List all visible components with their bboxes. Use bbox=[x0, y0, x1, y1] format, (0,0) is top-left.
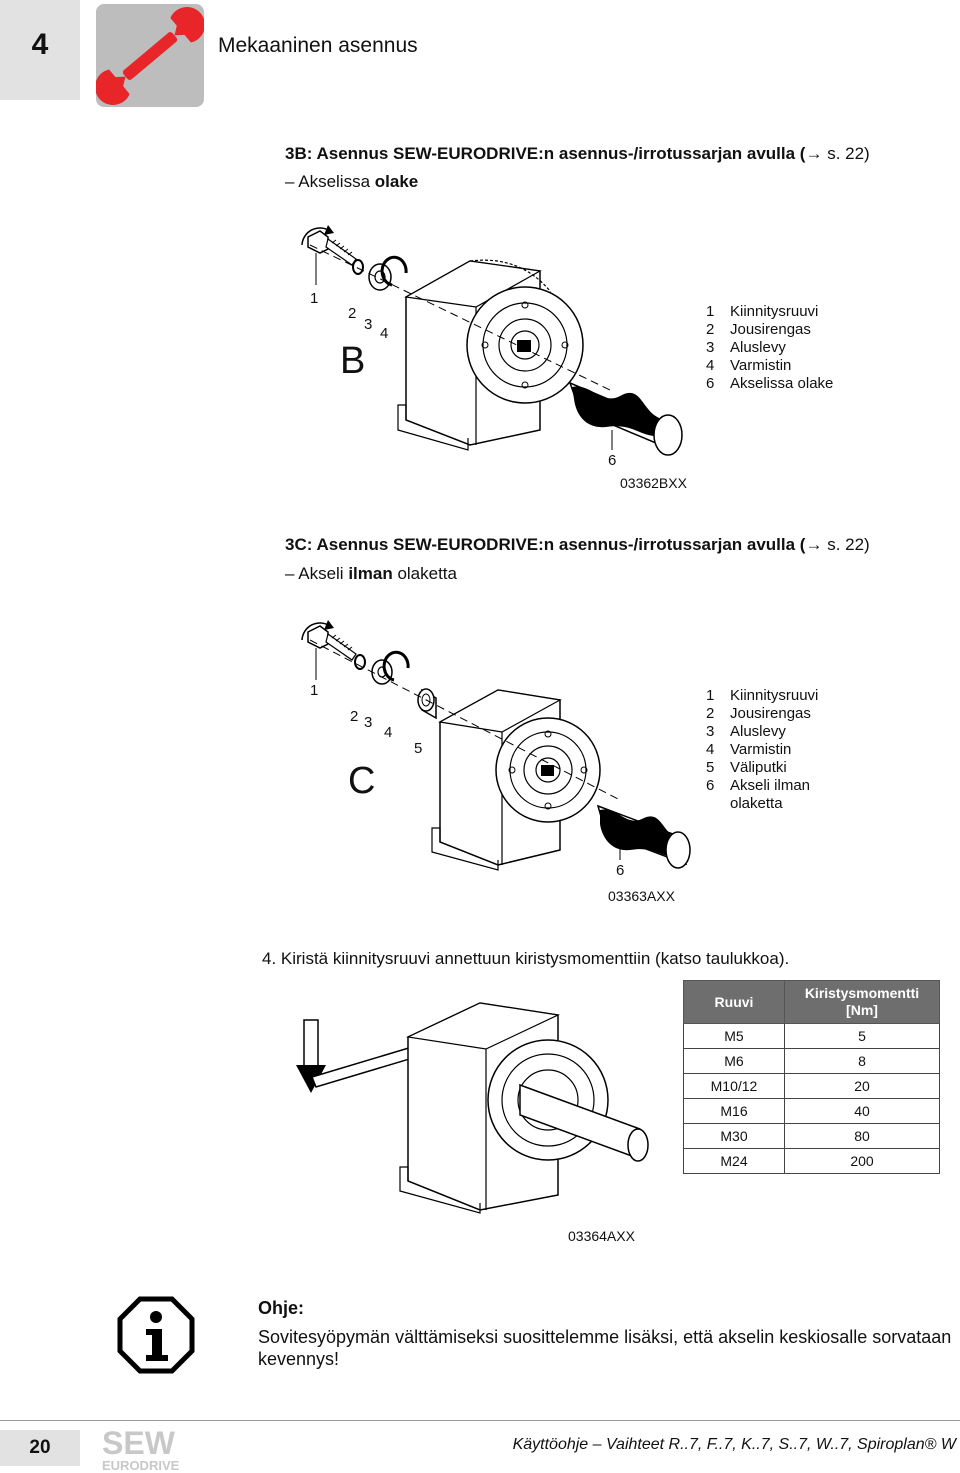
callout-c-5: 5 bbox=[414, 740, 423, 757]
note-text: Sovitesyöpymän välttämiseksi suosittelem… bbox=[258, 1327, 952, 1369]
arrow-icon: → bbox=[805, 535, 823, 554]
step-b-subtitle: – Akselissa olake bbox=[285, 172, 418, 192]
table-cell: M16 bbox=[683, 1098, 785, 1124]
table-cell: 8 bbox=[784, 1048, 940, 1074]
svg-text:EURODRIVE: EURODRIVE bbox=[102, 1458, 180, 1472]
step-b-sub-bold: olake bbox=[374, 172, 419, 191]
step-c-sub-bold: ilman bbox=[348, 564, 393, 583]
table-cell: M30 bbox=[683, 1123, 785, 1149]
step-c-subtitle: – Akseli ilman olaketta bbox=[285, 564, 457, 584]
chapter-title: Mekaaninen asennus bbox=[218, 34, 418, 57]
table-cell: 20 bbox=[784, 1073, 940, 1099]
step-b-title: 3B: Asennus SEW-EURODRIVE:n asennus-/irr… bbox=[285, 144, 870, 164]
table-cell: M10/12 bbox=[683, 1073, 785, 1099]
figure-4-drawing bbox=[296, 1002, 649, 1214]
wrench-icon bbox=[95, 6, 205, 106]
table-header-torque: Kiristysmomentti [Nm] bbox=[784, 980, 940, 1024]
figure-b-letter: B bbox=[340, 340, 366, 382]
step-c-page-ref: s. 22) bbox=[822, 535, 870, 554]
footer-divider bbox=[0, 1420, 960, 1421]
legend-item: olaketta bbox=[730, 795, 783, 812]
callout-b-3: 3 bbox=[364, 316, 373, 333]
figure-c-letter: C bbox=[348, 760, 376, 802]
svg-text:SEW: SEW bbox=[102, 1425, 176, 1461]
step-b-title-text: 3B: Asennus SEW-EURODRIVE:n asennus-/irr… bbox=[285, 144, 806, 163]
callout-c-2: 2 bbox=[350, 708, 359, 725]
step-c-title-text: 3C: Asennus SEW-EURODRIVE:n asennus-/irr… bbox=[285, 535, 806, 554]
sew-eurodrive-logo: SEW EURODRIVE bbox=[102, 1425, 180, 1472]
page-number: 20 bbox=[0, 1430, 80, 1466]
table-cell: 5 bbox=[784, 1023, 940, 1049]
table-cell: M5 bbox=[683, 1023, 785, 1049]
figure-4-code: 03364AXX bbox=[568, 1228, 635, 1244]
figure-c-code: 03363AXX bbox=[608, 888, 675, 904]
table-cell: M24 bbox=[683, 1148, 785, 1174]
table-cell: 80 bbox=[784, 1123, 940, 1149]
table-header-bolt: Ruuvi bbox=[683, 980, 785, 1024]
chapter-tab bbox=[0, 0, 80, 100]
callout-b-4: 4 bbox=[380, 325, 389, 342]
step-c-sub-prefix: – Akseli bbox=[285, 564, 349, 583]
callout-b-2: 2 bbox=[348, 305, 357, 322]
step-b-sub-prefix: – Akselissa bbox=[285, 172, 375, 191]
arrow-icon: → bbox=[805, 144, 823, 163]
callout-c-6: 6 bbox=[616, 862, 625, 879]
table-cell: 40 bbox=[784, 1098, 940, 1124]
chapter-icon-box bbox=[95, 4, 205, 107]
step-c-title: 3C: Asennus SEW-EURODRIVE:n asennus-/irr… bbox=[285, 535, 870, 555]
step-c-sub-suffix: olaketta bbox=[392, 564, 457, 583]
info-icon bbox=[117, 1296, 195, 1374]
table-cell: M6 bbox=[683, 1048, 785, 1074]
figure-b-drawing bbox=[301, 225, 683, 456]
figure-b-code: 03362BXX bbox=[620, 475, 687, 491]
callout-c-3: 3 bbox=[364, 714, 373, 731]
chapter-number: 4 bbox=[31, 28, 49, 61]
step-b-page-ref: s. 22) bbox=[822, 144, 870, 163]
figure-c-drawing bbox=[301, 620, 691, 871]
table-cell: 200 bbox=[784, 1148, 940, 1174]
callout-b-6: 6 bbox=[608, 452, 617, 469]
step-4-text: 4. Kiristä kiinnitysruuvi annettuun kiri… bbox=[262, 949, 790, 968]
footer-document-title: Käyttöohje – Vaihteet R..7, F..7, K..7, … bbox=[512, 1436, 956, 1453]
note-title: Ohje: bbox=[258, 1298, 305, 1318]
callout-b-1: 1 bbox=[310, 290, 319, 307]
down-arrow-icon bbox=[296, 1065, 326, 1093]
callout-c-1: 1 bbox=[310, 682, 319, 699]
callout-c-4: 4 bbox=[384, 724, 393, 741]
